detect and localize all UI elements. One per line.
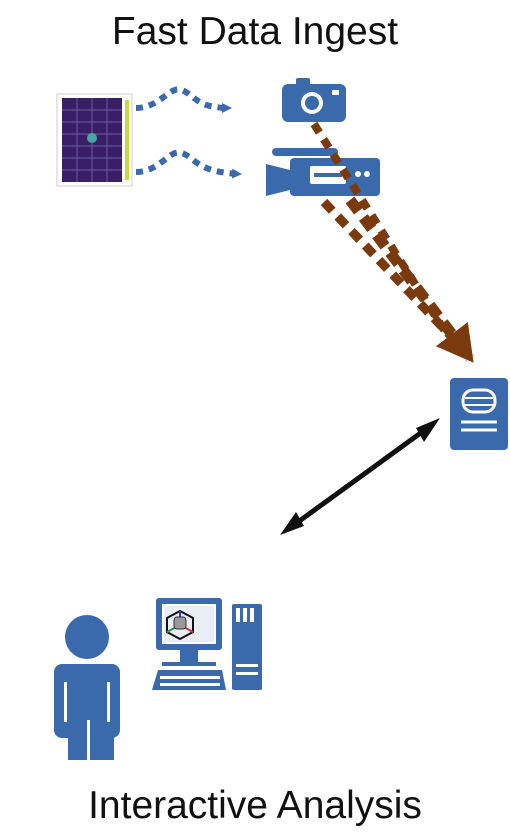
top-title: Fast Data Ingest <box>111 10 399 53</box>
brown-arrow-from-video-top <box>320 198 470 356</box>
bidirectional-arrow <box>280 418 440 535</box>
detector-image-icon <box>56 93 133 187</box>
workstation-icon <box>152 598 262 690</box>
video-camera-icon <box>266 148 380 196</box>
dotted-arrow-bottom <box>135 149 242 179</box>
bottom-title: Interactive Analysis <box>88 784 422 827</box>
person-icon <box>54 615 120 760</box>
dotted-arrow-top <box>135 86 232 113</box>
camera-icon <box>282 78 346 122</box>
brown-arrow-from-video <box>345 196 475 363</box>
database-icon <box>450 378 508 450</box>
